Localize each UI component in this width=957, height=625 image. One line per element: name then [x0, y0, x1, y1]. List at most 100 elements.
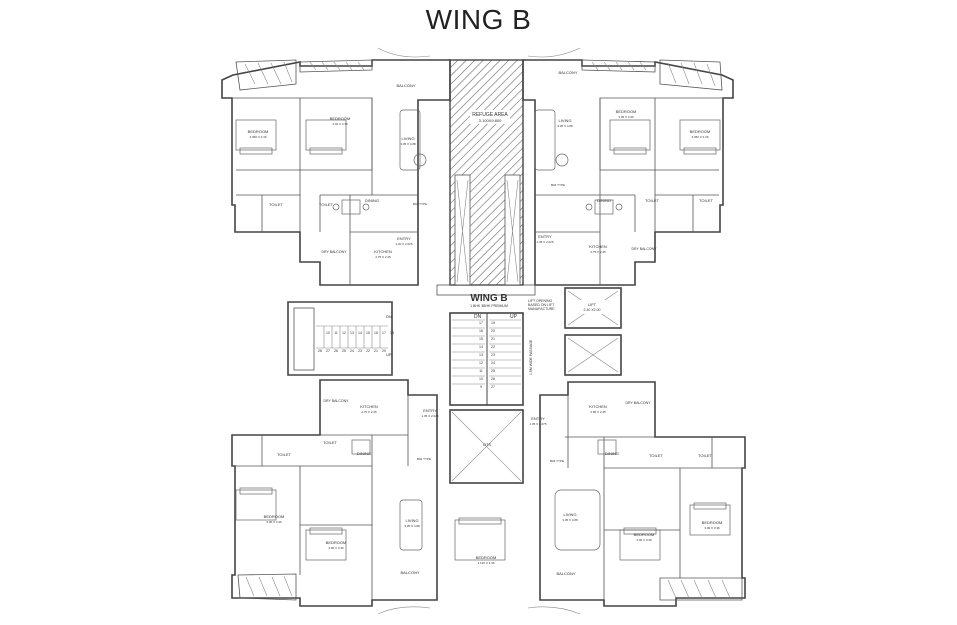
- bl-bedroom-2-dim: 3.00 X 3.36: [328, 546, 344, 550]
- br-bedroom-2: BEDROOM: [634, 532, 655, 537]
- left-stair-dn: DN: [386, 314, 392, 319]
- stair-step-number: 19: [491, 321, 495, 325]
- stair-dn-label: DN: [474, 314, 482, 320]
- tl-living: LIVING: [401, 136, 414, 141]
- stair-step-number: 14: [479, 345, 483, 349]
- bl-entry-dim: 1.35 X 2.025: [421, 414, 438, 418]
- stair-step-number: 11: [479, 369, 483, 373]
- tr-entry: ENTRY: [538, 234, 552, 239]
- br-dining: DINING: [605, 451, 619, 456]
- bl-dry-balcony: DRY BALCONY: [324, 399, 350, 403]
- tr-bedroom-2: BEDROOM: [616, 109, 637, 114]
- br-living: LIVING: [563, 512, 576, 517]
- room-labels-top-left: BEDROOM 3.050 X 3.36 BEDROOM 3.04 X 3.36…: [248, 83, 427, 259]
- bl-living: LIVING: [405, 518, 418, 523]
- br-toilet-1: TOILET: [649, 453, 663, 458]
- tl-bedroom-2: BEDROOM: [330, 116, 351, 121]
- stair-step-number: 22: [366, 349, 370, 353]
- stair-step-number: 23: [358, 349, 362, 353]
- br-bedroom-1: BEDROOM: [702, 520, 723, 525]
- bl-passage-dim: 3.125 X 3.36: [477, 561, 494, 565]
- tl-balcony: BALCONY: [396, 83, 415, 88]
- tr-living-dim: 3.35 X 4.88: [557, 124, 573, 128]
- corner-balconies: [235, 47, 743, 615]
- stair-step-number: 13: [479, 353, 483, 357]
- central-core: WING B 1 BHK 3BHK PREMIUM DN UP 17161514…: [436, 284, 622, 484]
- br-entry-dim: 1.35 X 2.075: [529, 422, 546, 426]
- tr-bedroom-2-dim: 3.05 X 3.36: [618, 115, 634, 119]
- building-outline: [221, 59, 746, 607]
- tl-bedroom-1: BEDROOM: [248, 129, 269, 134]
- tr-bedroom-1-dim: 3.050 X 3.36: [691, 135, 708, 139]
- refuge-label: REFUGE AREA: [472, 112, 508, 118]
- passage-label: 1.5M WIDE PASSAGE: [529, 339, 533, 375]
- br-balcony: BALCONY: [556, 571, 575, 576]
- stair-step-number: 26: [491, 377, 495, 381]
- stair-step-number: 27: [326, 349, 330, 353]
- br-toilet-2: TOILET: [698, 453, 712, 458]
- br-kitchen-dim: 2.85 X 2.45: [590, 410, 606, 414]
- tl-bedroom-1-dim: 3.050 X 3.36: [249, 135, 266, 139]
- stair-step-number: 15: [479, 337, 483, 341]
- bl-unit-no: B02 TYPE: [417, 457, 431, 461]
- lift-dim: 2.40 X2.00: [584, 308, 601, 312]
- br-dry-balcony: DRY BALCONY: [626, 401, 652, 405]
- tr-unit-no: B04 TYPE: [551, 183, 565, 187]
- br-entry: ENTRY: [531, 416, 545, 421]
- tl-entry: ENTRY: [397, 236, 411, 241]
- tr-toilet-2: TOILET: [699, 198, 713, 203]
- tl-bedroom-2-dim: 3.04 X 3.36: [332, 122, 348, 126]
- bl-bedroom-1-dim: 3.00 X 3.36: [266, 520, 282, 524]
- stair-step-number: 9: [480, 385, 482, 389]
- room-labels-top-right: BEDROOM 3.050 X 3.36 BEDROOM 3.05 X 3.36…: [536, 70, 713, 254]
- bl-balcony: BALCONY: [400, 570, 419, 575]
- furniture: [235, 109, 731, 561]
- tl-dry-balcony: DRY BALCONY: [322, 250, 348, 254]
- stair-step-number: 25: [491, 369, 495, 373]
- stair-step-number: 24: [491, 361, 495, 365]
- br-kitchen: KITCHEN: [589, 404, 607, 409]
- br-living-dim: 3.35 X 4.88: [562, 518, 578, 522]
- bl-kitchen: KITCHEN: [360, 404, 378, 409]
- stair-step-number: 15: [366, 331, 370, 335]
- tr-dining: DINING: [597, 198, 611, 203]
- tr-entry-dim: 1.35 X 2.025: [536, 240, 553, 244]
- bl-entry: ENTRY: [423, 408, 437, 413]
- stair-step-number: 10: [479, 377, 483, 381]
- wing-sub: 1 BHK 3BHK PREMIUM: [470, 304, 508, 308]
- stair-step-number: 20: [491, 329, 495, 333]
- stair-step-number: 21: [491, 337, 495, 341]
- stair-step-number: 14: [358, 331, 362, 335]
- tr-dry-balcony: DRY BALCONY: [632, 247, 658, 251]
- stair-step-number: 26: [334, 349, 338, 353]
- stair-step-number: 17: [382, 331, 386, 335]
- stair-step-number: 22: [491, 345, 495, 349]
- stair-step-number: 18: [390, 331, 394, 335]
- refuge-dim: 3.100X9.800: [479, 118, 502, 123]
- tr-kitchen-dim: 2.75 X 2.45: [590, 250, 606, 254]
- tl-kitchen-dim: 2.75 X 2.45: [375, 255, 391, 259]
- tl-dining: DINING: [365, 198, 379, 203]
- stair-step-number: 17: [479, 321, 483, 325]
- tr-kitchen: KITCHEN: [589, 244, 607, 249]
- stair-step-number: 13: [350, 331, 354, 335]
- stair-step-number: 25: [342, 349, 346, 353]
- tr-balcony: BALCONY: [558, 70, 577, 75]
- bl-bedroom-1: BEDROOM: [264, 514, 285, 519]
- stair-step-number: 23: [491, 353, 495, 357]
- bl-bedroom-2: BEDROOM: [326, 540, 347, 545]
- bl-dining: DINING: [357, 451, 371, 456]
- tr-toilet-1: TOILET: [645, 198, 659, 203]
- stair-step-number: 27: [491, 385, 495, 389]
- tl-living-dim: 3.35 X 4.88: [400, 142, 416, 146]
- tl-entry-dim: 1.20 X 2.025: [395, 242, 412, 246]
- tl-toilet-1: TOILET: [269, 202, 283, 207]
- bl-kitchen-dim: 2.75 X 2.45: [361, 410, 377, 414]
- stair-step-number: 28: [318, 349, 322, 353]
- stair-step-number: 16: [374, 331, 378, 335]
- stair-step-number: 16: [479, 329, 483, 333]
